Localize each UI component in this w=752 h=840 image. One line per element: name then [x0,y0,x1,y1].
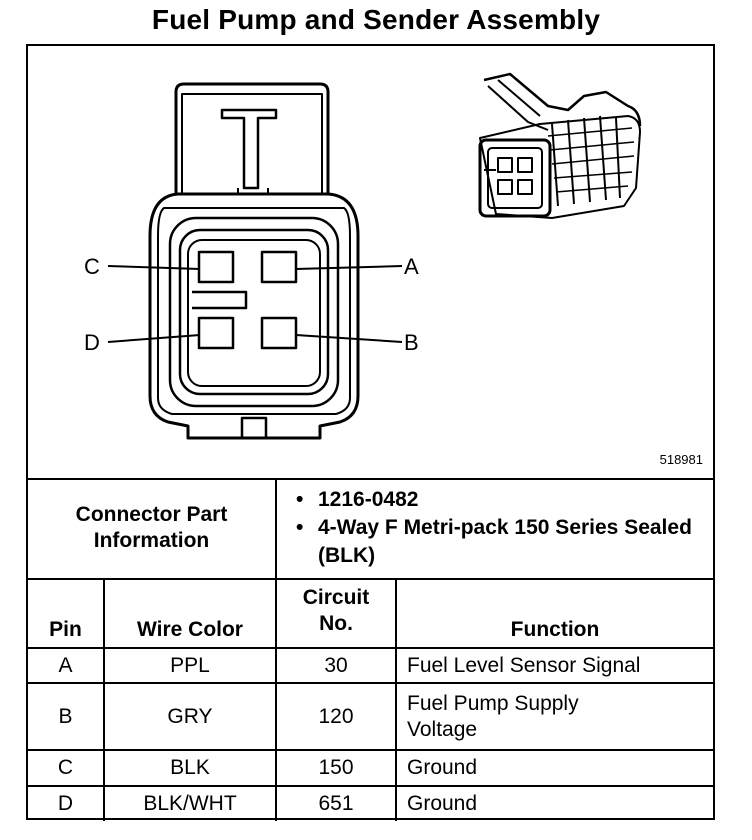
table-row: A PPL 30 Fuel Level Sensor Signal [28,647,713,684]
connector-3d-illustration [478,72,642,219]
connector-info-table: Connector Part Information 1216-0482 4-W… [28,478,713,580]
table-row: D BLK/WHT 651 Ground [28,785,713,821]
pin-label-c: C [84,254,100,279]
header-circuit: Circuit No. [275,579,397,649]
table-row: C BLK 150 Ground [28,749,713,787]
figure-id: 518981 [659,452,703,467]
header-wire-color: Wire Color [103,579,277,649]
cavity-b [260,316,298,350]
circuit-cell: 150 [275,749,397,787]
cavity-d [197,316,235,350]
connector-drawing: C A D B [84,72,642,440]
page-title: Fuel Pump and Sender Assembly [151,4,601,35]
function-cell: Ground [395,785,713,821]
connector-body [148,192,360,440]
header-pin: Pin [28,579,105,649]
circuit-cell: 651 [275,785,397,821]
pin-table-header: Pin Wire Color Circuit No. Function [28,579,713,649]
connector-part-number: 1216-0482 [296,486,704,514]
pin-cell: A [28,647,105,684]
cavity-c [197,250,235,284]
function-cell: Ground [395,749,713,787]
wire-color-cell: BLK [103,749,277,787]
wire-color-cell: GRY [103,682,277,751]
cavity-a [260,250,298,284]
pin-label-b: B [404,330,419,355]
table-row: B GRY 120 Fuel Pump Supply Voltage [28,682,713,751]
pin-table: Pin Wire Color Circuit No. Function A PP… [28,579,713,821]
connector-info-label: Connector Part Information [28,478,277,580]
connector-info-items: 1216-0482 4-Way F Metri-pack 150 Series … [275,478,713,580]
pin-cell: C [28,749,105,787]
function-cell: Fuel Level Sensor Signal [395,647,713,684]
connector-lock-tab [174,82,330,194]
connector-diagram: C A D B 518981 [28,46,713,480]
pin-label-d: D [84,330,100,355]
pin-cell: D [28,785,105,821]
connector-description: 4-Way F Metri-pack 150 Series Sealed (BL… [296,514,704,570]
circuit-cell: 30 [275,647,397,684]
wire-color-cell: BLK/WHT [103,785,277,821]
function-cell: Fuel Pump Supply Voltage [395,682,713,751]
wire-color-cell: PPL [103,647,277,684]
diagram-frame: C A D B 518981 [26,44,715,821]
pin-label-a: A [404,254,419,279]
circuit-cell: 120 [275,682,397,751]
header-function: Function [395,579,713,649]
pin-cell: B [28,682,105,751]
